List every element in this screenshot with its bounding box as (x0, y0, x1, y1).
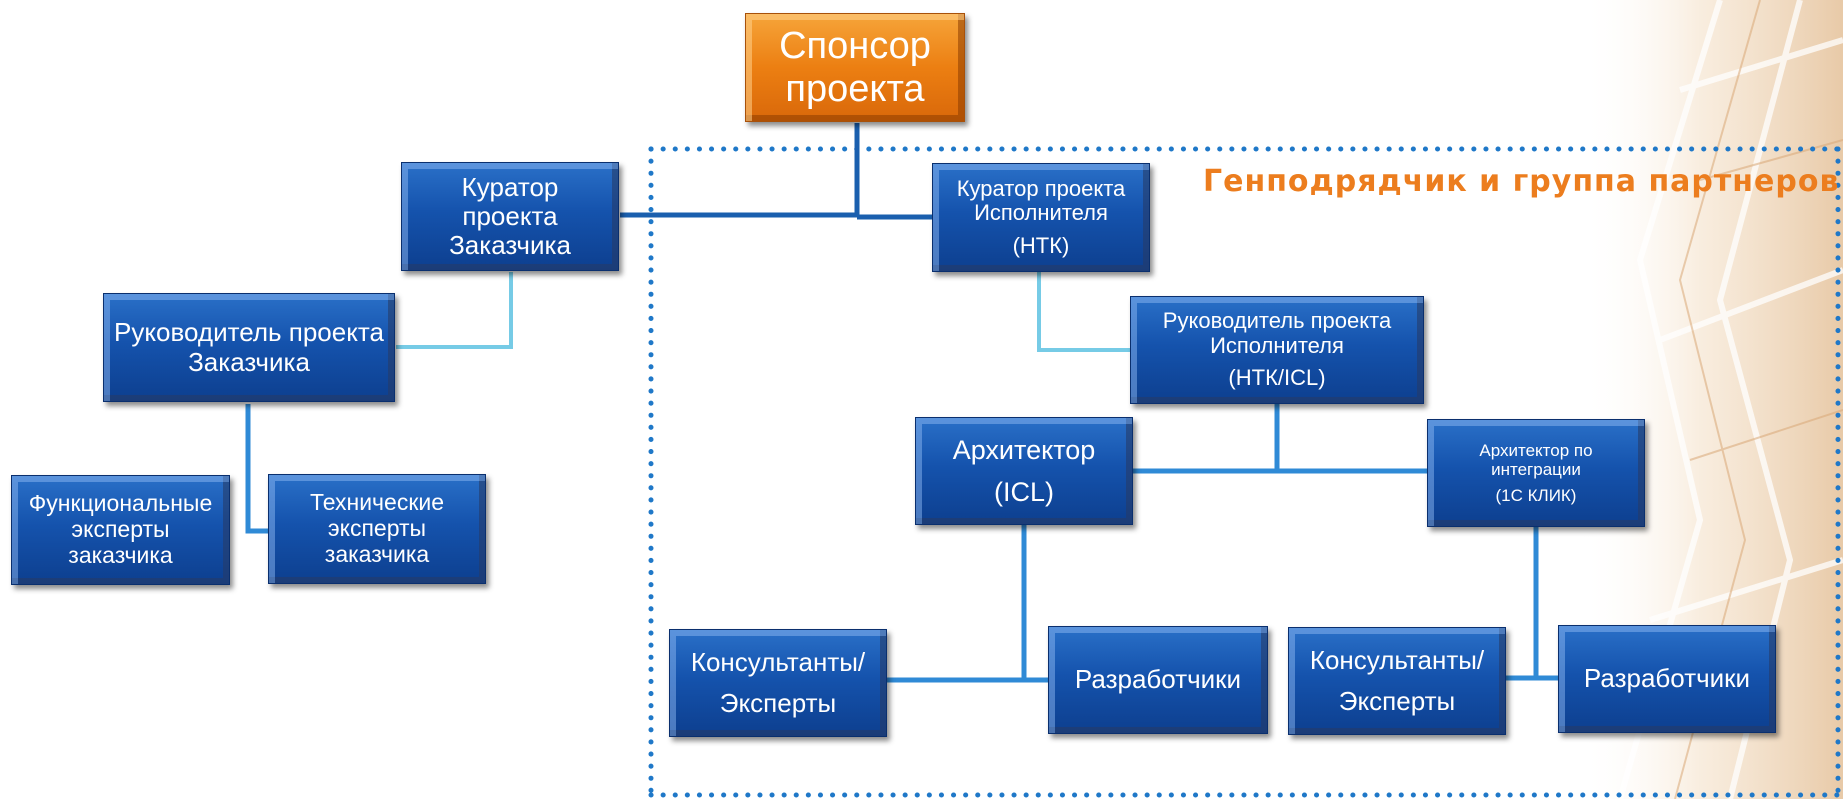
sponsor-line-2: проекта (785, 67, 925, 110)
contractor-manager-line-1: Руководитель проекта (1162, 308, 1392, 334)
contractor-curator-line-1: Куратор проекта (956, 175, 1126, 201)
integration-architect-box[interactable]: Архитектор по интеграции (1С КЛИК) (1427, 419, 1645, 527)
customer-curator-line-2: проекта (462, 200, 558, 231)
customer-manager-box[interactable]: Руководитель проекта Заказчика (103, 293, 395, 402)
consultants-left-line-2: Эксперты (719, 688, 837, 718)
technical-experts-line-1: Технические (309, 489, 445, 516)
contractor-curator-box[interactable]: Куратор проекта Исполнителя (НТК) (932, 163, 1150, 272)
contractor-manager-line-3: (НТК/ICL) (1228, 365, 1326, 391)
consultants-right-line-1: Консультанты/ (1309, 644, 1485, 675)
contractor-curator-line-2: Исполнителя (974, 200, 1108, 226)
functional-experts-line-2: эксперты (71, 516, 170, 543)
architect-line-1: Архитектор (952, 434, 1096, 465)
customer-curator-line-3: Заказчика (449, 230, 571, 261)
technical-experts-box[interactable]: Технические эксперты заказчика (268, 474, 486, 584)
sponsor-line-1: Спонсор (779, 24, 931, 67)
architect-line-2: (ICL) (994, 477, 1054, 507)
contractor-curator-line-3: (НТК) (1012, 232, 1070, 258)
developers-left-label: Разработчики (1074, 664, 1242, 695)
consultants-right-box[interactable]: Консультанты/ Эксперты (1288, 627, 1506, 735)
developers-right-box[interactable]: Разработчики (1558, 625, 1776, 733)
functional-experts-box[interactable]: Функциональные эксперты заказчика (11, 475, 230, 585)
contractor-group-label: Генподрядчик и группа партнеров (1203, 164, 1840, 199)
integration-architect-line-2: интеграции (1491, 460, 1581, 480)
architect-box[interactable]: Архитектор (ICL) (915, 417, 1133, 525)
developers-right-label: Разработчики (1583, 663, 1751, 694)
consultants-left-line-1: Консультанты/ (690, 646, 866, 677)
group-frame (648, 146, 1843, 798)
technical-experts-line-2: эксперты (327, 515, 427, 542)
functional-experts-line-3: заказчика (68, 541, 173, 568)
contractor-manager-line-2: Исполнителя (1210, 332, 1344, 358)
customer-manager-line-2: Заказчика (188, 346, 310, 377)
consultants-right-line-2: Эксперты (1338, 686, 1456, 716)
contractor-manager-box[interactable]: Руководитель проекта Исполнителя (НТК/IC… (1130, 296, 1424, 404)
project-sponsor-box[interactable]: Спонсор проекта (745, 13, 965, 122)
integration-architect-line-3: (1С КЛИК) (1495, 485, 1577, 505)
customer-curator-box[interactable]: Куратор проекта Заказчика (401, 162, 619, 271)
customer-curator-line-1: Куратор (461, 171, 559, 202)
integration-architect-line-1: Архитектор по (1479, 441, 1593, 461)
functional-experts-line-1: Функциональные (28, 490, 213, 517)
technical-experts-line-3: заказчика (324, 540, 430, 567)
developers-left-box[interactable]: Разработчики (1048, 626, 1268, 734)
consultants-left-box[interactable]: Консультанты/ Эксперты (669, 629, 887, 737)
customer-manager-line-1: Руководитель проекта (114, 317, 384, 348)
